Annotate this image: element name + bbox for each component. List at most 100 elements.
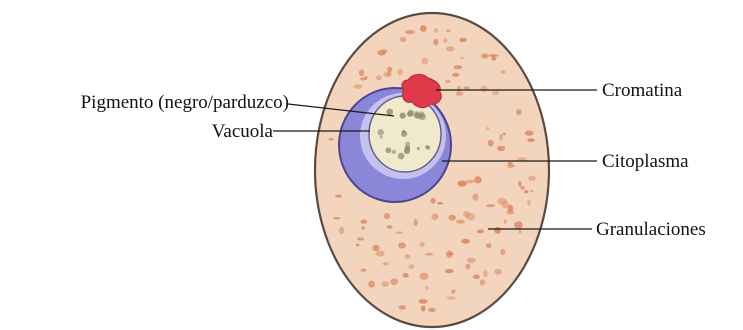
- granule: [359, 69, 364, 76]
- pigment-dot: [426, 146, 430, 150]
- granule: [414, 219, 418, 226]
- granule: [403, 273, 409, 278]
- granule: [466, 213, 475, 220]
- label-cromatina: Cromatina: [602, 80, 683, 101]
- granule: [333, 217, 340, 219]
- granule: [398, 305, 406, 309]
- granule: [477, 229, 484, 233]
- granule: [528, 176, 536, 181]
- label-pigmento: Pigmento (negro/parduzco): [81, 92, 289, 113]
- granule: [500, 249, 505, 255]
- granule: [376, 251, 385, 257]
- granule: [377, 50, 386, 55]
- granule: [457, 180, 466, 186]
- granule: [480, 279, 485, 285]
- granule: [384, 213, 390, 219]
- granule: [451, 289, 456, 293]
- granule: [486, 204, 495, 207]
- granule: [504, 220, 507, 224]
- label-citoplasma: Citoplasma: [602, 151, 689, 172]
- granule: [372, 245, 379, 251]
- granule: [390, 278, 398, 285]
- granule: [486, 243, 492, 248]
- pigment-dot: [386, 109, 393, 116]
- granule: [431, 213, 438, 220]
- granule: [405, 254, 411, 258]
- granule: [501, 70, 506, 73]
- granule: [472, 193, 478, 200]
- granule: [461, 239, 470, 244]
- granule: [518, 230, 521, 234]
- pigment-dot: [386, 147, 392, 153]
- granule: [357, 237, 364, 240]
- granule: [437, 202, 443, 205]
- granule: [481, 53, 489, 58]
- granule: [466, 180, 475, 184]
- granule: [360, 77, 365, 80]
- granule: [383, 262, 389, 266]
- granule: [396, 231, 403, 234]
- pigment-dot: [378, 129, 384, 135]
- granule: [434, 28, 438, 33]
- pigment-dot: [419, 113, 426, 120]
- pigment-dot: [405, 145, 410, 150]
- granule: [483, 270, 487, 277]
- granule: [426, 286, 429, 290]
- granule: [506, 210, 514, 214]
- granule: [408, 264, 414, 269]
- granule: [455, 92, 463, 96]
- granule: [383, 72, 390, 77]
- granule: [400, 37, 406, 42]
- vacuola: [369, 96, 441, 172]
- pigment-dot: [380, 136, 383, 139]
- granule: [473, 275, 480, 279]
- label-vacuola: Vacuola: [212, 121, 274, 142]
- label-granulaciones: Granulaciones: [596, 219, 706, 240]
- granule: [448, 215, 456, 221]
- granule: [488, 140, 494, 147]
- granule: [445, 80, 451, 83]
- granule: [456, 220, 465, 224]
- granule: [527, 138, 534, 142]
- granule: [452, 73, 459, 77]
- granule: [335, 195, 342, 198]
- granule: [486, 127, 489, 130]
- granule: [420, 25, 427, 32]
- granule: [398, 68, 403, 76]
- granule: [518, 181, 522, 187]
- granule: [457, 86, 461, 93]
- granule: [398, 242, 406, 248]
- granule: [376, 75, 382, 80]
- granule: [525, 131, 534, 136]
- granule: [329, 138, 334, 141]
- pigment-dot: [400, 113, 406, 119]
- granule: [474, 176, 482, 183]
- pigment-dot: [402, 130, 405, 133]
- granule: [433, 39, 438, 45]
- granule: [425, 253, 433, 256]
- granule: [447, 296, 456, 300]
- granule: [443, 38, 447, 43]
- pigment-dot: [417, 147, 420, 150]
- granule: [461, 57, 464, 60]
- granule: [516, 109, 521, 115]
- granule: [361, 269, 367, 272]
- granule: [491, 56, 496, 60]
- granule: [446, 30, 451, 33]
- granule: [405, 30, 414, 34]
- granule: [497, 146, 505, 151]
- granule: [353, 84, 362, 88]
- granule: [421, 58, 428, 65]
- granule: [431, 198, 436, 204]
- granule: [524, 190, 528, 193]
- granule: [530, 190, 533, 193]
- granule: [360, 220, 367, 224]
- granule: [459, 38, 466, 43]
- granule: [445, 269, 454, 273]
- granule: [502, 201, 509, 208]
- granule: [492, 90, 499, 95]
- granule: [387, 225, 393, 228]
- granule: [453, 65, 462, 69]
- granule: [446, 46, 455, 51]
